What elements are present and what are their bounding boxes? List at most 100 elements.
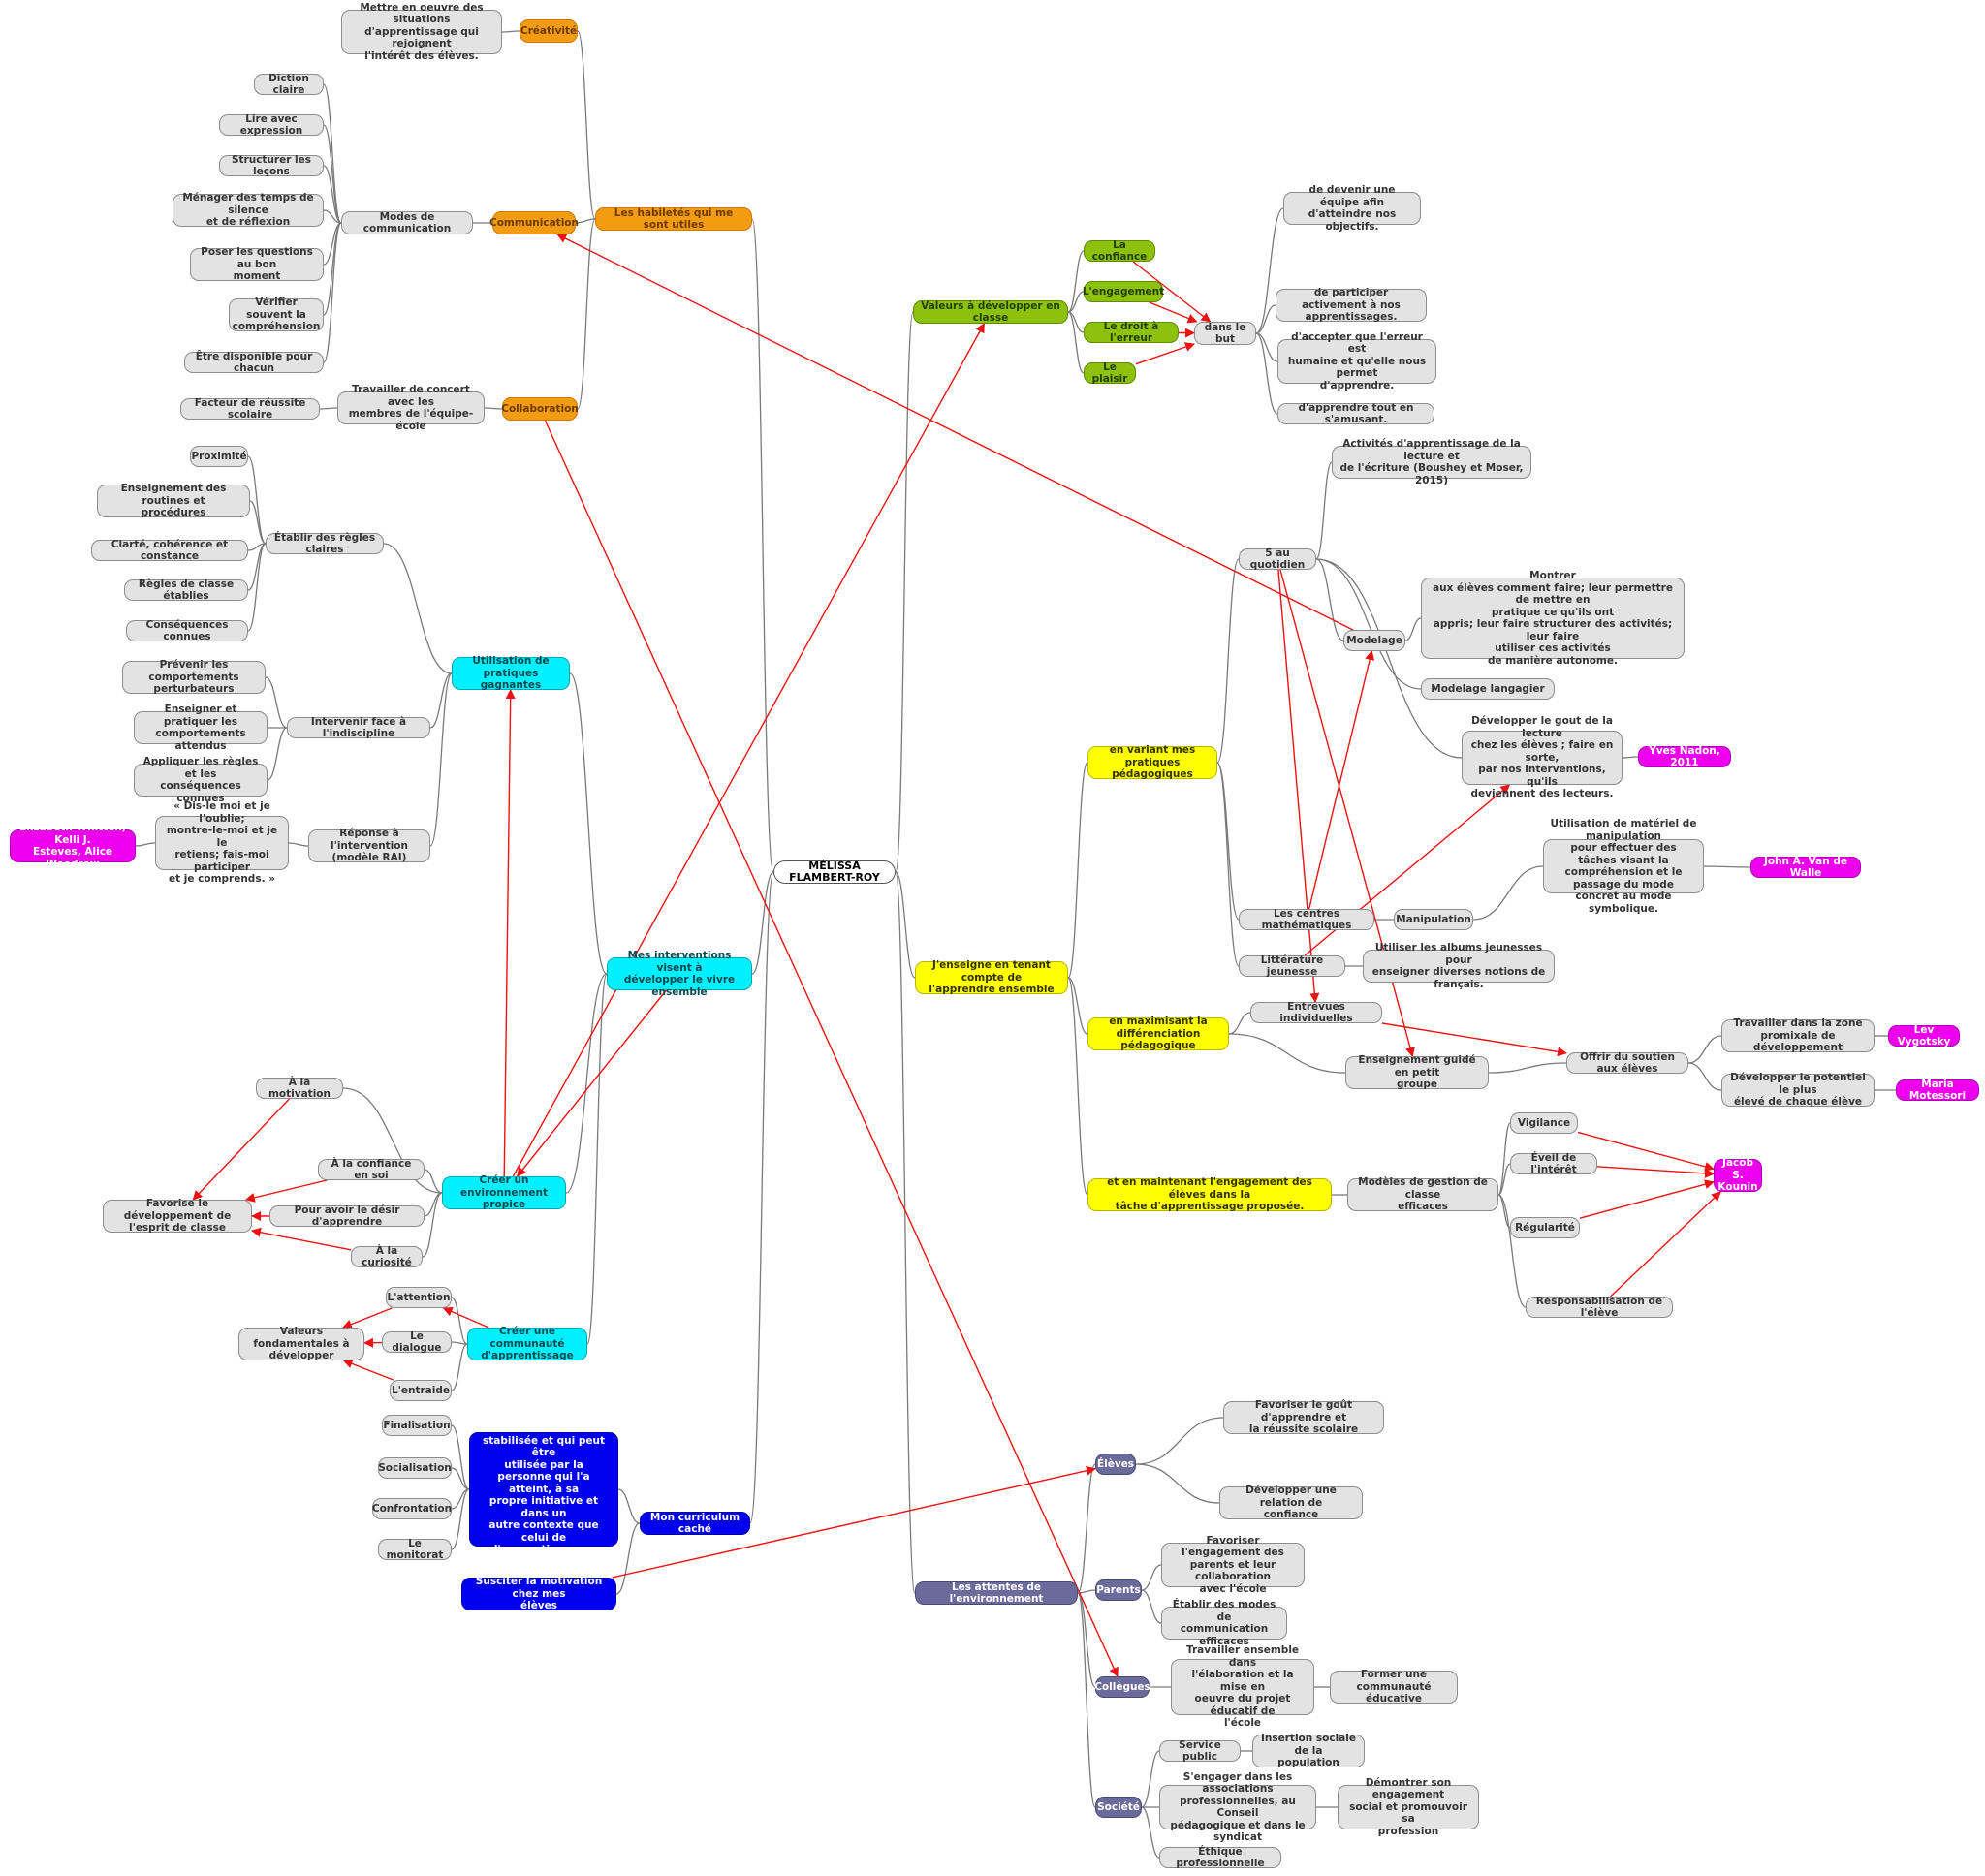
topic-eleves[interactable]: Élèves [1095, 1454, 1136, 1475]
topic-respons[interactable]: Responsabilisation de l'élève [1526, 1296, 1673, 1319]
topic-but1[interactable]: de devenir une équipe afin d'atteindre n… [1283, 184, 1421, 233]
topic-trav[interactable]: Travailler de concert avec les membres d… [337, 384, 485, 432]
topic-crea[interactable]: Créativité [520, 19, 578, 43]
topic-etablir[interactable]: Établir des règles claires [266, 532, 384, 555]
topic-confr[interactable]: Confrontation [372, 1498, 452, 1519]
topic-motiv[interactable]: À la motivation [256, 1077, 343, 1100]
topic-eveil[interactable]: Éveil de l'intérêt [1510, 1152, 1597, 1175]
topic-comm[interactable]: Communication [489, 211, 579, 234]
topic-attentes[interactable]: Les attentes de l'environnement [915, 1581, 1078, 1605]
topic-demontrer[interactable]: Démontrer son engagement social et promo… [1338, 1777, 1479, 1837]
topic-maint[interactable]: et en maintenant l'engagement des élèves… [1087, 1176, 1332, 1212]
topic-favgout[interactable]: Favoriser le goût d'apprendre et la réus… [1223, 1399, 1384, 1435]
topic-hab[interactable]: Les habiletés qui me sont utiles [595, 207, 752, 231]
topic-diction[interactable]: Diction claire [254, 73, 324, 96]
topic-but[interactable]: dans le but [1194, 322, 1256, 345]
topic-var[interactable]: en variant mes pratiques pédagogiques [1087, 744, 1217, 780]
topic-manipt[interactable]: Utilisation de matériel de manipulation … [1543, 818, 1704, 915]
topic-nadon[interactable]: Yves Nadon, 2011 [1638, 745, 1731, 768]
topic-prev[interactable]: Prévenir les comportements perturbateurs [122, 659, 266, 695]
topic-offrir[interactable]: Offrir du soutien aux élèves [1566, 1051, 1688, 1075]
topic-entrev[interactable]: Entrevues individuelles [1250, 1001, 1382, 1024]
topic-model[interactable]: Modelage [1343, 630, 1405, 651]
topic-consq[interactable]: Conséquences connues [126, 619, 248, 642]
topic-dispo[interactable]: Être disponible pour chacun [184, 351, 324, 374]
topic-util[interactable]: Utilisation de pratiques gagnantes [452, 655, 570, 691]
topic-5q[interactable]: 5 au quotidien [1239, 547, 1316, 571]
topic-service[interactable]: Service public [1159, 1739, 1241, 1763]
topic-menager[interactable]: Ménager des temps de silence et de réfle… [173, 192, 324, 228]
topic-centres[interactable]: Les centres mathématiques [1239, 908, 1374, 931]
topic-entraide[interactable]: L'entraide [390, 1380, 452, 1401]
topic-attention[interactable]: L'attention [386, 1287, 452, 1308]
topic-crea-t[interactable]: Mettre en oeuvre des situations d'appren… [341, 2, 502, 62]
topic-creercom[interactable]: Créer une communauté d'apprentissage [467, 1326, 587, 1361]
topic-conf[interactable]: La confiance [1084, 239, 1155, 263]
topic-rai[interactable]: Réponse à l'intervention (modèle RAI) [308, 828, 430, 863]
topic-montrer[interactable]: Montrer aux élèves comment faire; leur p… [1421, 570, 1685, 667]
topic-montes[interactable]: Maria Motessori [1896, 1079, 1979, 1102]
topic-engag[interactable]: L'engagement [1083, 281, 1164, 302]
topic-former[interactable]: Former une communauté éducative [1330, 1669, 1458, 1704]
topic-dialogue[interactable]: Le dialogue [382, 1330, 452, 1354]
topic-collab[interactable]: Collaboration [501, 397, 579, 421]
topic-confsoi[interactable]: À la confiance en soi [318, 1158, 425, 1181]
topic-but2[interactable]: de participer activement à nos apprentis… [1276, 287, 1427, 323]
topic-root[interactable]: MÉLISSA FLAMBERT-ROY [773, 860, 896, 884]
topic-interv[interactable]: Mes interventions visent à développer le… [607, 950, 752, 998]
topic-ens[interactable]: J'enseigne en tenant compte de l'apprend… [915, 959, 1068, 995]
topic-travens[interactable]: Travailler ensemble dans l'élaboration e… [1171, 1644, 1314, 1729]
topic-indisc[interactable]: Intervenir face à l'indiscipline [287, 716, 430, 739]
topic-but3[interactable]: d'accepter que l'erreur est humaine et q… [1277, 331, 1436, 391]
topic-ethique[interactable]: Éthique professionnelle [1159, 1846, 1281, 1869]
topic-monit[interactable]: Le monitorat [378, 1538, 452, 1561]
topic-modeles[interactable]: Modèles de gestion de classe efficaces [1347, 1176, 1498, 1212]
topic-zone[interactable]: Travailler dans la zone promixale de dév… [1721, 1017, 1875, 1053]
topic-vandew[interactable]: John A. Van de Walle [1750, 856, 1861, 879]
topic-prox[interactable]: Proximité [190, 446, 248, 467]
topic-favor[interactable]: Favorise le développement de l'esprit de… [103, 1198, 252, 1234]
topic-curio[interactable]: À la curiosité [351, 1245, 423, 1268]
topic-modes[interactable]: Modes de communication [341, 211, 473, 234]
topic-sengager[interactable]: S'engager dans les associations professi… [1159, 1771, 1316, 1843]
topic-albums[interactable]: Utiliser les albums jeunesses pour ensei… [1363, 942, 1555, 990]
topic-creerenv[interactable]: Créer un environnement propice [442, 1174, 566, 1210]
topic-final[interactable]: Finalisation [382, 1415, 452, 1436]
topic-facteur[interactable]: Facteur de réussite scolaire [180, 397, 320, 421]
topic-ensguid[interactable]: Enseignement guidé en petit groupe [1345, 1054, 1489, 1090]
topic-struct[interactable]: Structurer les leçons [219, 154, 324, 177]
topic-favengp[interactable]: Favoriser l'engagement des parents et le… [1161, 1535, 1305, 1595]
topic-appl[interactable]: Appliquer les règles et les conséquences… [134, 756, 268, 804]
topic-routines[interactable]: Enseignement des routines et procédures [97, 483, 250, 518]
topic-devrel[interactable]: Développer une relation de confiance [1219, 1485, 1363, 1520]
topic-clarte[interactable]: Clarté, cohérence et constance [91, 539, 248, 562]
topic-regul[interactable]: Régularité [1510, 1217, 1580, 1238]
topic-kounin[interactable]: Jacob S. Kounin [1714, 1157, 1762, 1193]
topic-goutlect[interactable]: Développer le gout de la lecture chez le… [1462, 715, 1623, 799]
topic-valfond[interactable]: Valeurs fondamentales à développer [238, 1326, 364, 1361]
topic-verif[interactable]: Vérifier souvent la compréhension [229, 297, 324, 332]
topic-desir[interactable]: Pour avoir le désir d'apprendre [269, 1204, 425, 1228]
topic-litt[interactable]: Littérature jeunesse [1239, 954, 1345, 978]
topic-activ[interactable]: Activités d'apprentissage de la lecture … [1332, 438, 1531, 486]
topic-but4[interactable]: d'apprendre tout en s'amusant. [1277, 402, 1434, 425]
topic-max[interactable]: en maximisant la différenciation pédagog… [1087, 1016, 1229, 1051]
topic-plaisir[interactable]: Le plaisir [1084, 361, 1136, 385]
topic-val[interactable]: Valeurs à développer en classe [913, 300, 1068, 324]
topic-dis[interactable]: « Dis-le moi et je l'oublie; montre-le-m… [155, 800, 289, 885]
topic-societe[interactable]: Société [1095, 1797, 1142, 1818]
topic-vygot[interactable]: Lev Vygotsky [1888, 1024, 1960, 1047]
topic-droit[interactable]: Le droit à l'erreur [1084, 321, 1179, 344]
topic-whitten[interactable]: Elizabeth Whitten, Kelli J. Esteves, Ali… [10, 822, 136, 870]
topic-poser[interactable]: Poser les questions au bon moment [190, 246, 324, 282]
topic-curric[interactable]: Mon curriculum caché [640, 1512, 750, 1535]
topic-social[interactable]: Socialisation [378, 1457, 452, 1479]
topic-modlang[interactable]: Modelage langagier [1421, 678, 1555, 700]
topic-etabmod[interactable]: Établir des modes de communication effic… [1161, 1599, 1287, 1647]
topic-collegues[interactable]: Collègues [1094, 1676, 1150, 1698]
topic-enspr[interactable]: Enseigner et pratiquer les comportements… [134, 704, 268, 752]
topic-susc[interactable]: Susciter la motivation chez mes élèves [461, 1576, 616, 1611]
topic-manip[interactable]: Manipulation [1394, 909, 1473, 930]
topic-insert[interactable]: Insertion sociale de la population [1252, 1733, 1365, 1768]
topic-vigil[interactable]: Vigilance [1510, 1112, 1578, 1134]
